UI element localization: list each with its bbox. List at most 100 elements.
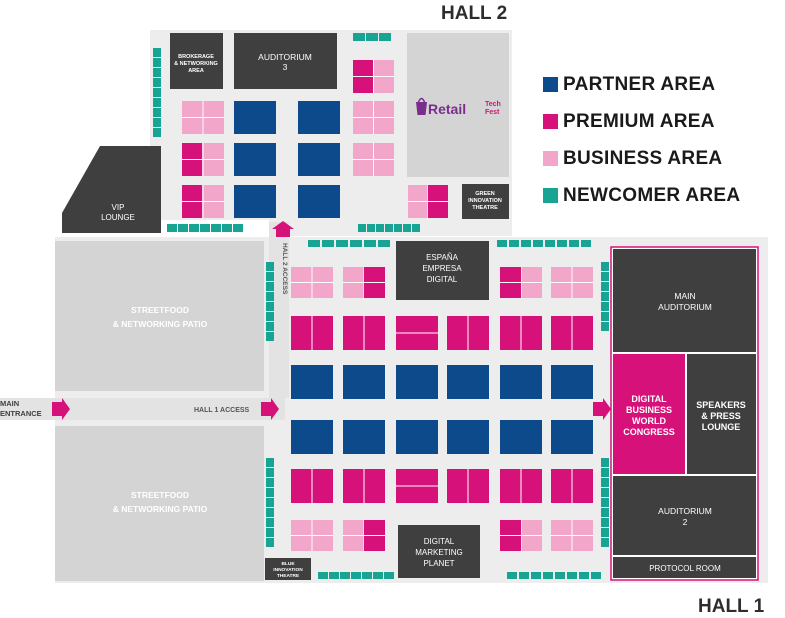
premium-stand[interactable] <box>182 160 202 176</box>
partner-stand[interactable] <box>234 185 276 218</box>
newcomer-stand[interactable] <box>358 224 366 232</box>
partner-stand[interactable] <box>447 365 489 399</box>
newcomer-stand[interactable] <box>336 240 348 247</box>
newcomer-stand[interactable] <box>266 262 274 271</box>
auditorium-2-room[interactable]: AUDITORIUM 2 <box>613 476 756 555</box>
premium-stand[interactable] <box>364 283 385 298</box>
partner-stand[interactable] <box>234 101 276 134</box>
newcomer-stand[interactable] <box>509 240 519 247</box>
newcomer-stand[interactable] <box>153 58 161 67</box>
newcomer-stand[interactable] <box>379 33 391 41</box>
newcomer-stand[interactable] <box>376 224 384 232</box>
premium-stand[interactable] <box>364 267 385 282</box>
premium-stand[interactable] <box>353 77 373 93</box>
newcomer-stand[interactable] <box>266 282 274 291</box>
newcomer-stand[interactable] <box>601 498 609 507</box>
newcomer-stand[interactable] <box>153 128 161 137</box>
newcomer-stand[interactable] <box>153 118 161 127</box>
newcomer-stand[interactable] <box>322 240 334 247</box>
newcomer-stand[interactable] <box>266 292 274 301</box>
newcomer-stand[interactable] <box>167 224 177 232</box>
newcomer-stand[interactable] <box>533 240 543 247</box>
newcomer-stand[interactable] <box>189 224 199 232</box>
newcomer-stand[interactable] <box>266 528 274 537</box>
newcomer-stand[interactable] <box>266 518 274 527</box>
premium-stand[interactable] <box>428 185 448 201</box>
newcomer-stand[interactable] <box>378 240 390 247</box>
newcomer-stand[interactable] <box>591 572 601 579</box>
premium-stand[interactable] <box>500 520 521 535</box>
digital-business-world-congress-room[interactable]: DIGITAL BUSINESS WORLD CONGRESS <box>613 354 685 474</box>
partner-stand[interactable] <box>298 143 340 176</box>
speakers-press-lounge-room[interactable]: SPEAKERS & PRESS LOUNGE <box>687 354 756 474</box>
newcomer-stand[interactable] <box>222 224 232 232</box>
newcomer-stand[interactable] <box>353 33 365 41</box>
vip-lounge-room[interactable]: VIP LOUNGE <box>62 146 161 233</box>
protocol-room[interactable]: PROTOCOL ROOM <box>613 557 756 578</box>
newcomer-stand[interactable] <box>601 282 609 291</box>
newcomer-stand[interactable] <box>351 572 361 579</box>
partner-stand[interactable] <box>298 101 340 134</box>
newcomer-stand[interactable] <box>601 322 609 331</box>
auditorium-3-room[interactable]: AUDITORIUM 3 <box>234 33 337 89</box>
newcomer-stand[interactable] <box>266 332 274 341</box>
newcomer-stand[interactable] <box>531 572 541 579</box>
newcomer-stand[interactable] <box>350 240 362 247</box>
newcomer-stand[interactable] <box>266 498 274 507</box>
newcomer-stand[interactable] <box>266 478 274 487</box>
newcomer-stand[interactable] <box>266 458 274 467</box>
newcomer-stand[interactable] <box>601 488 609 497</box>
newcomer-stand[interactable] <box>366 33 378 41</box>
newcomer-stand[interactable] <box>329 572 339 579</box>
newcomer-stand[interactable] <box>178 224 188 232</box>
newcomer-stand[interactable] <box>601 458 609 467</box>
newcomer-stand[interactable] <box>266 302 274 311</box>
newcomer-stand[interactable] <box>412 224 420 232</box>
newcomer-stand[interactable] <box>394 224 402 232</box>
espana-empresa-digital[interactable]: ESPAÑA EMPRESA DIGITAL <box>396 241 489 300</box>
streetfood-patio-bottom[interactable]: STREETFOOD & NETWORKING PATIO <box>55 426 264 581</box>
newcomer-stand[interactable] <box>266 488 274 497</box>
partner-stand[interactable] <box>291 420 333 454</box>
newcomer-stand[interactable] <box>318 572 328 579</box>
newcomer-stand[interactable] <box>601 292 609 301</box>
newcomer-stand[interactable] <box>601 538 609 547</box>
premium-stand[interactable] <box>500 536 521 551</box>
digital-marketing-planet[interactable]: DIGITAL MARKETING PLANET <box>398 525 480 578</box>
newcomer-stand[interactable] <box>601 272 609 281</box>
partner-stand[interactable] <box>551 420 593 454</box>
newcomer-stand[interactable] <box>373 572 383 579</box>
partner-stand[interactable] <box>500 365 542 399</box>
premium-stand[interactable] <box>364 536 385 551</box>
newcomer-stand[interactable] <box>557 240 567 247</box>
main-auditorium-room[interactable]: MAIN AUDITORIUM <box>613 249 756 352</box>
newcomer-stand[interactable] <box>266 468 274 477</box>
premium-stand[interactable] <box>353 60 373 76</box>
newcomer-stand[interactable] <box>200 224 210 232</box>
newcomer-stand[interactable] <box>601 528 609 537</box>
newcomer-stand[interactable] <box>579 572 589 579</box>
newcomer-stand[interactable] <box>362 572 372 579</box>
green-innovation-theatre[interactable]: GREEN INNOVATION THEATRE <box>462 184 509 219</box>
newcomer-stand[interactable] <box>367 224 375 232</box>
premium-stand[interactable] <box>182 143 202 159</box>
premium-stand[interactable] <box>500 267 521 282</box>
partner-stand[interactable] <box>500 420 542 454</box>
streetfood-patio-top[interactable]: STREETFOOD & NETWORKING PATIO <box>55 241 264 391</box>
newcomer-stand[interactable] <box>581 240 591 247</box>
newcomer-stand[interactable] <box>543 572 553 579</box>
premium-stand[interactable] <box>500 283 521 298</box>
partner-stand[interactable] <box>447 420 489 454</box>
newcomer-stand[interactable] <box>555 572 565 579</box>
newcomer-stand[interactable] <box>153 88 161 97</box>
newcomer-stand[interactable] <box>567 572 577 579</box>
partner-stand[interactable] <box>298 185 340 218</box>
newcomer-stand[interactable] <box>601 478 609 487</box>
newcomer-stand[interactable] <box>601 508 609 517</box>
brokerage-room[interactable]: BROKERAGE & NETWORKING AREA <box>170 33 223 89</box>
newcomer-stand[interactable] <box>384 572 394 579</box>
partner-stand[interactable] <box>551 365 593 399</box>
newcomer-stand[interactable] <box>153 108 161 117</box>
blue-innovation-theatre[interactable]: BLUE INNOVATION THEATRE <box>265 558 311 580</box>
premium-stand[interactable] <box>428 202 448 218</box>
